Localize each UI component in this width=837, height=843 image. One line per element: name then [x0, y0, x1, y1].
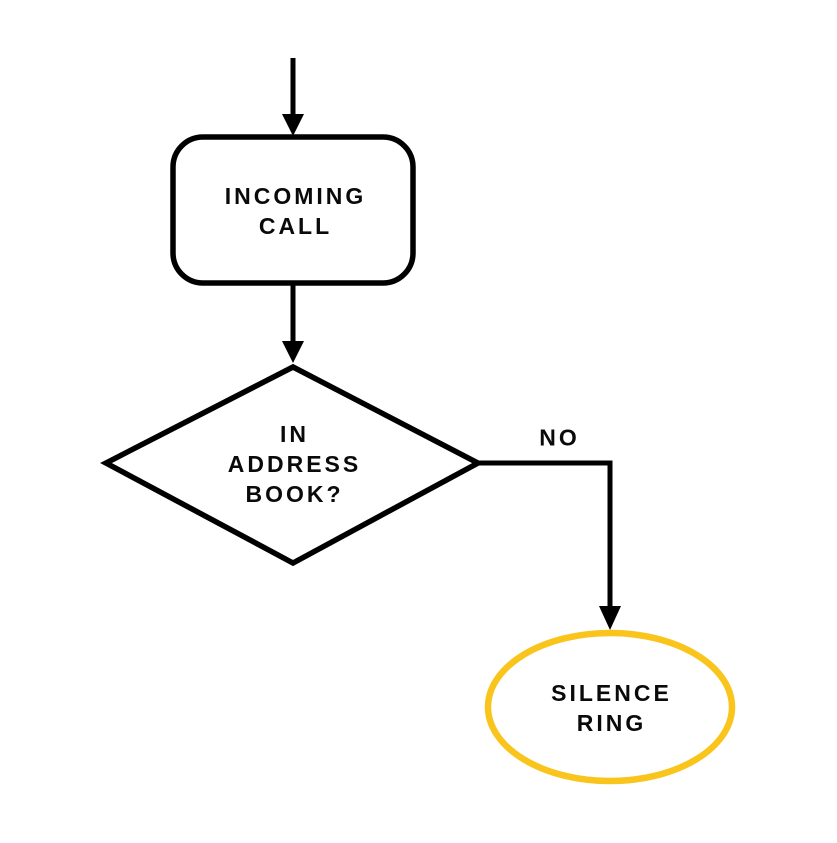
start-arrowhead-icon: [282, 114, 304, 136]
in-address-book-node-shape: [100, 363, 484, 567]
no-branch-arrowhead-icon: [599, 606, 621, 630]
silence-ring-node-shape: [484, 629, 736, 785]
incoming-to-decision-arrowhead-icon: [282, 341, 304, 363]
incoming-call-node-label: INCOMING CALL: [224, 183, 367, 239]
silence-ring-node-label: SILENCE RING: [551, 680, 672, 736]
in-address-book-node-label: IN ADDRESS BOOK?: [227, 421, 362, 507]
no-branch-edge-label: NO: [539, 424, 580, 451]
no-branch-connector-line: [478, 460, 613, 608]
